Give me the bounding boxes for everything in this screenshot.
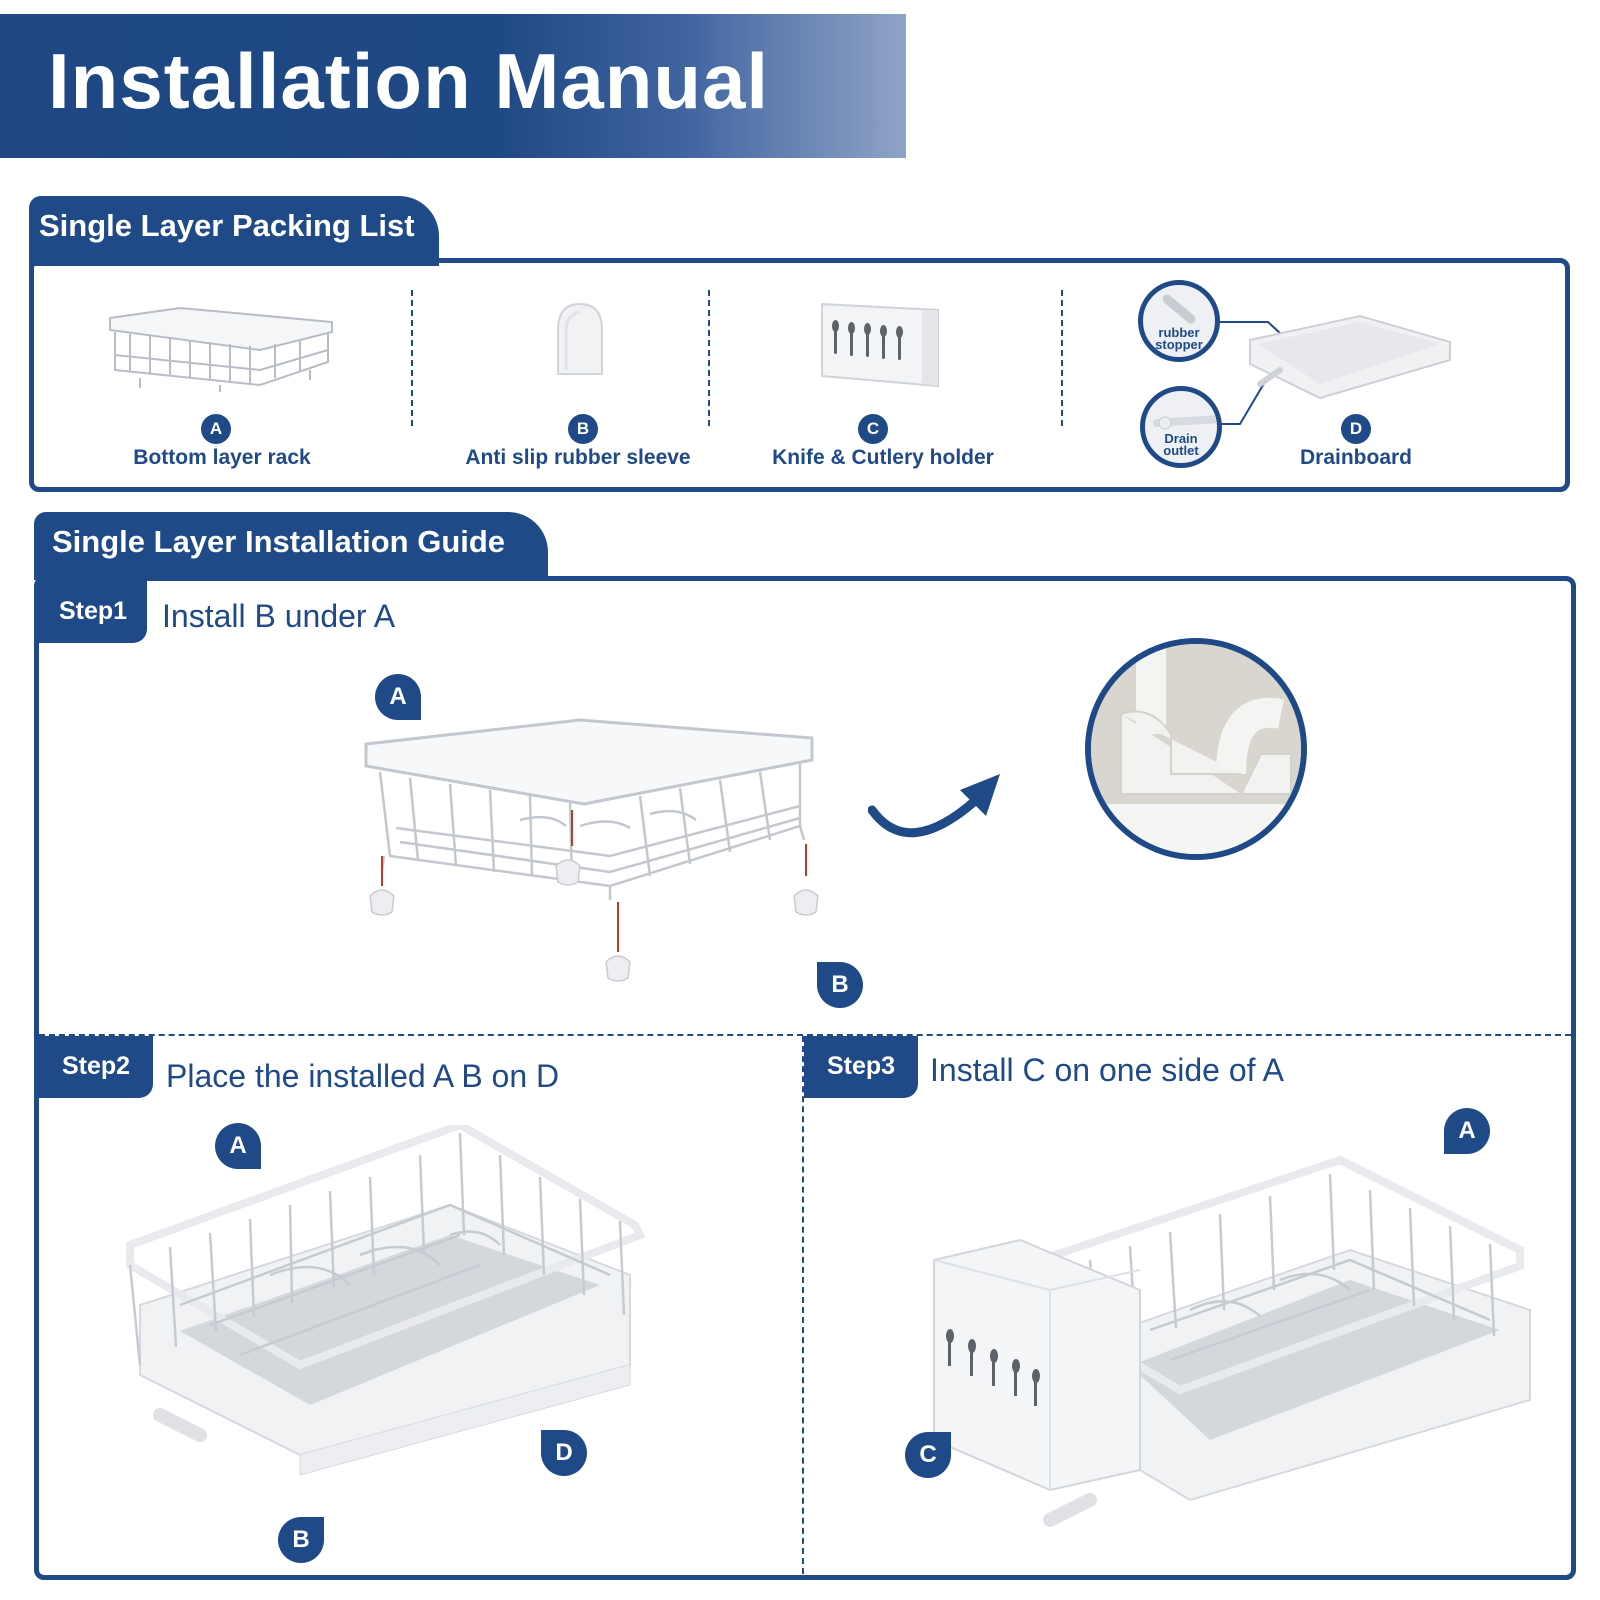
step3-text: Install C on one side of A: [930, 1052, 1284, 1088]
divider-3: [1061, 290, 1063, 426]
badge-d: D: [1341, 414, 1371, 444]
pack-label-b: Anti slip rubber sleeve: [465, 446, 691, 469]
pack-label-d: Drainboard: [1299, 446, 1412, 469]
packing-list-heading: Single Layer Packing List: [39, 208, 415, 243]
step2-tag: Step2: [39, 1036, 153, 1098]
step2-text: Place the installed A B on D: [166, 1058, 560, 1094]
step3-pin-a: A: [1444, 1108, 1490, 1154]
drainboard-image: [1249, 314, 1451, 400]
step2-pin-b: B: [278, 1517, 324, 1563]
badge-b: B: [568, 414, 598, 444]
step3-pin-c: C: [905, 1432, 951, 1478]
badge-a: A: [201, 414, 231, 444]
badge-c: C: [858, 414, 888, 444]
drain-outlet-label: Drain outlet: [1163, 431, 1199, 458]
packing-list-tab: Single Layer Packing List: [29, 196, 439, 266]
divider-1: [411, 290, 413, 426]
page-title: Installation Manual: [48, 37, 770, 125]
step3-assembled-rack: [933, 1155, 1531, 1527]
drain-outlet-icon: [1153, 415, 1217, 430]
step1-curved-arrow: [868, 774, 1000, 838]
pack-label-c: Knife & Cutlery holder: [772, 446, 994, 469]
pack-label-a: Bottom layer rack: [133, 446, 311, 469]
title-banner: Installation Manual: [0, 14, 906, 158]
step2-rack-on-drainboard: [126, 1125, 646, 1476]
step3-tag: Step3: [804, 1036, 918, 1098]
step-divider-horizontal: [39, 1034, 1571, 1036]
rubber-sleeve-image: [557, 302, 603, 375]
step1-text: Install B under A: [162, 598, 396, 634]
rubber-stopper-callout: rubber stopper: [1138, 280, 1220, 362]
step2-pin-a: A: [215, 1123, 261, 1169]
step1-rack-image: [364, 718, 819, 982]
cutlery-holder-image: [821, 302, 939, 388]
packing-list-frame: [29, 258, 1570, 492]
step1-pin-b: B: [817, 962, 863, 1008]
step2-pin-d: D: [541, 1430, 587, 1476]
rubber-stopper-icon: [1162, 294, 1196, 324]
step1-zoom-detail: [1091, 644, 1301, 854]
drain-outlet-callout: Drain outlet: [1140, 386, 1222, 468]
step1-pin-a: A: [375, 674, 421, 720]
installation-guide-frame: [34, 576, 1576, 1580]
divider-2: [708, 290, 710, 426]
step-divider-vertical: [802, 1036, 804, 1574]
installation-guide-heading: Single Layer Installation Guide: [52, 524, 506, 559]
step1-zoom-circle: [1085, 638, 1307, 860]
bottom-layer-rack-image: [109, 306, 333, 392]
rubber-stopper-label: rubber stopper: [1155, 325, 1203, 352]
step1-tag: Step1: [39, 581, 147, 643]
installation-guide-tab: Single Layer Installation Guide: [34, 512, 548, 580]
